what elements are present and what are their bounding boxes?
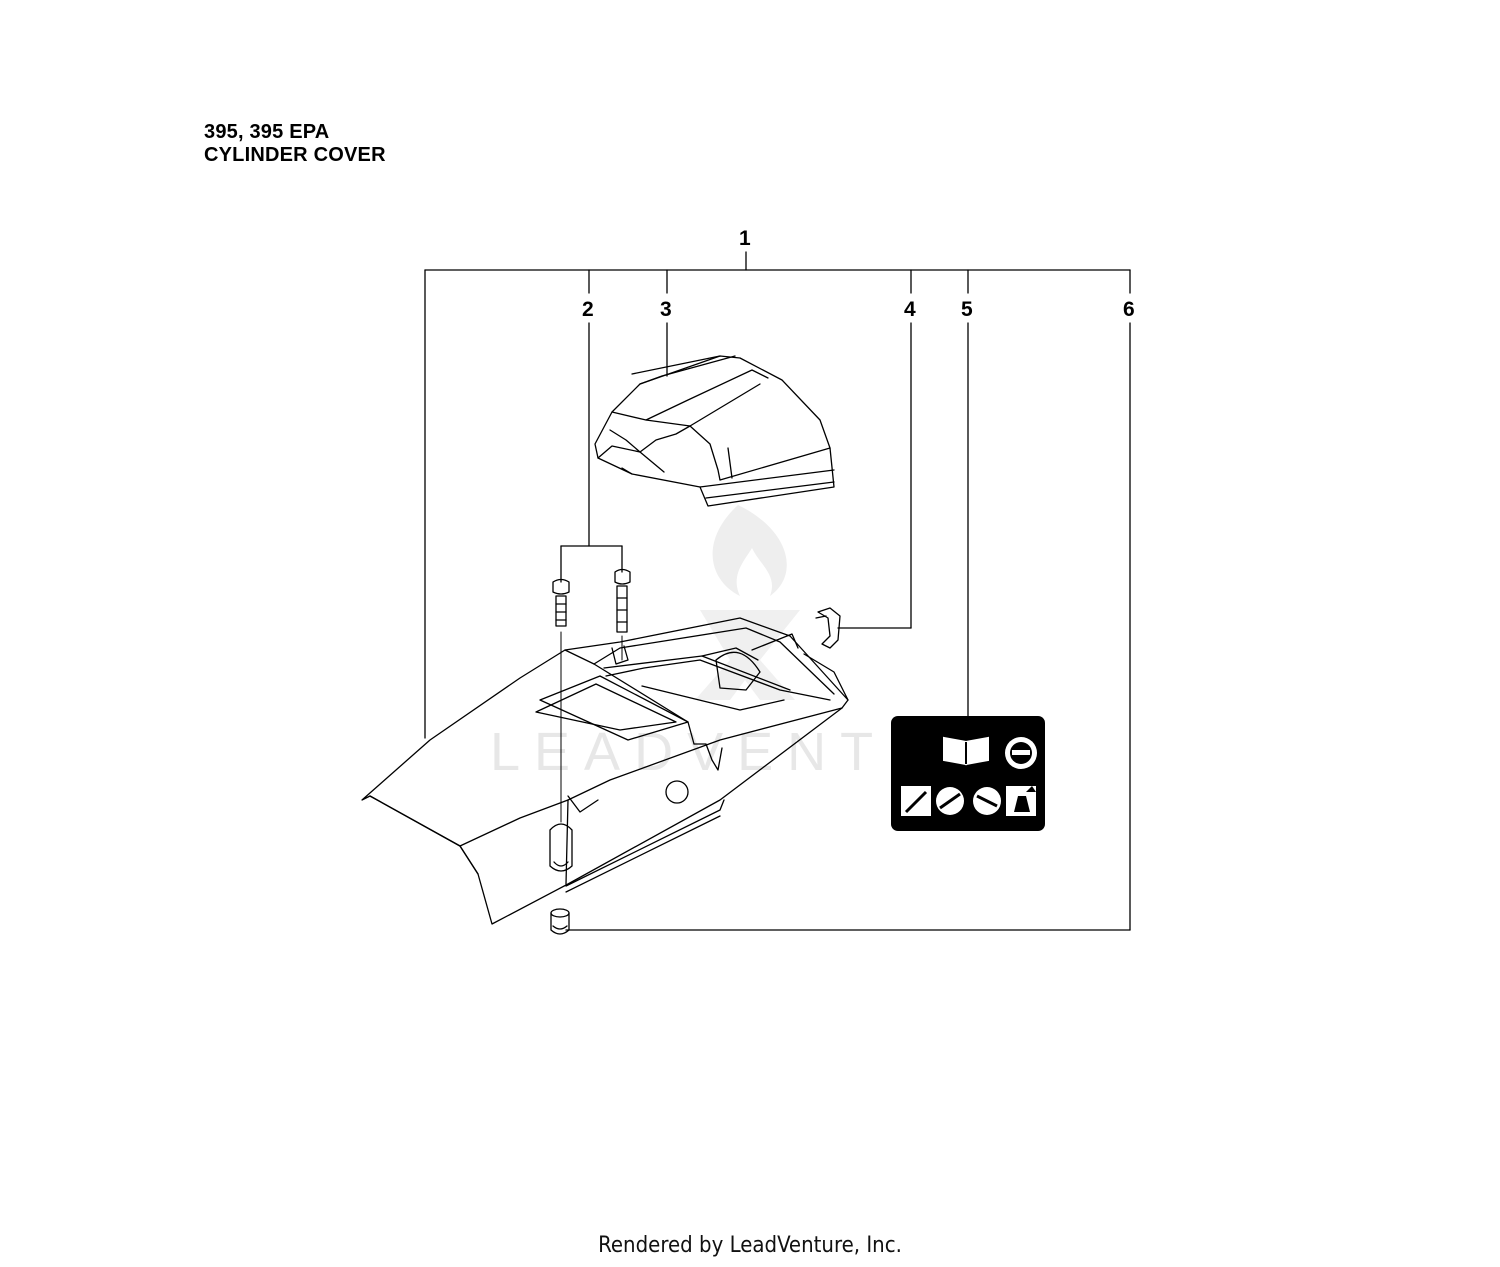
eye-ear-protection-icon bbox=[1005, 737, 1037, 769]
callout-3: 3 bbox=[660, 298, 672, 321]
section-title: CYLINDER COVER bbox=[204, 144, 386, 166]
part-3-top-cover bbox=[594, 355, 835, 507]
part-2-screws bbox=[552, 568, 631, 633]
part-6-plug bbox=[550, 908, 570, 935]
callout-5: 5 bbox=[961, 298, 973, 321]
watermark-logo bbox=[695, 505, 800, 700]
callout-4: 4 bbox=[904, 298, 916, 321]
part-1-cylinder-cover bbox=[361, 617, 849, 925]
callout-2: 2 bbox=[582, 298, 594, 321]
model-title: 395, 395 EPA bbox=[204, 121, 330, 143]
callout-1: 1 bbox=[739, 227, 751, 250]
part-5-warning-decal bbox=[891, 716, 1045, 831]
footer-credit: Rendered by LeadVenture, Inc. bbox=[598, 1233, 902, 1258]
leader-lines bbox=[424, 251, 1131, 931]
manual-book-icon bbox=[943, 736, 989, 766]
part-4-clip bbox=[815, 607, 841, 649]
callout-6: 6 bbox=[1123, 298, 1135, 321]
kickback-warning-icons bbox=[901, 786, 1036, 816]
